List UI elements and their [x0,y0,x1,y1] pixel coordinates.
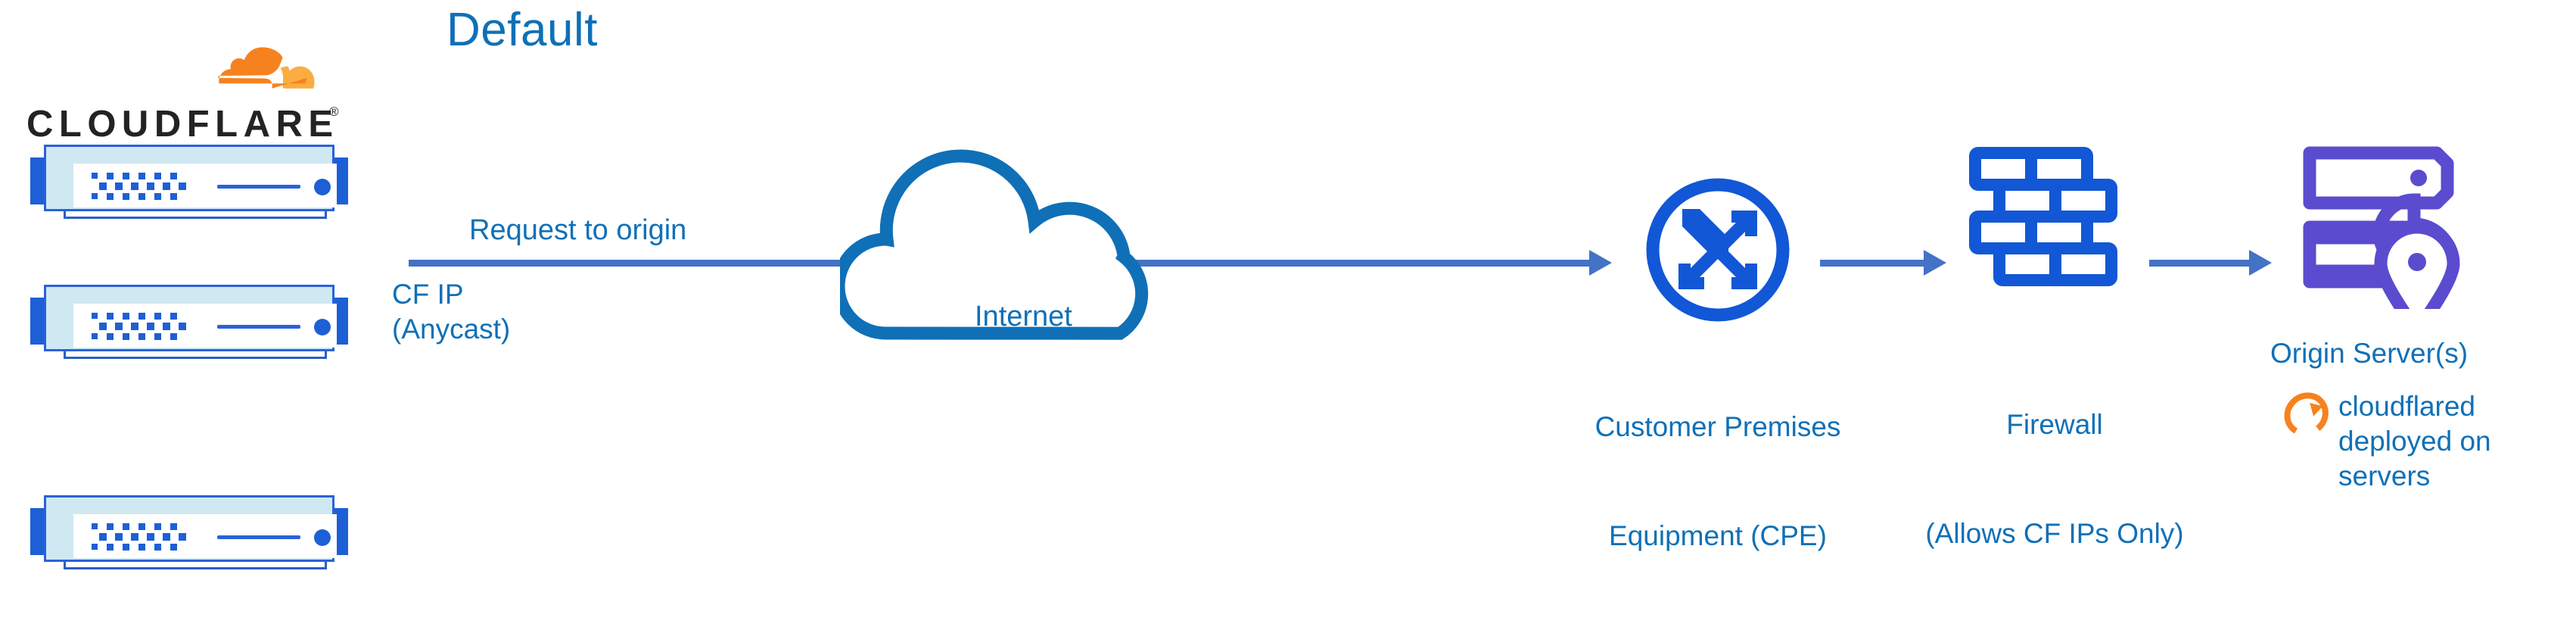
page-title: Default [446,4,598,56]
server-body [44,495,337,562]
cpe-label-line-2: Equipment (CPE) [1609,520,1827,551]
origin-server-label: Origin Server(s) [2270,338,2469,369]
cpe-label-line-1: Customer Premises [1594,411,1841,442]
edge-server-3 [30,491,348,572]
server-face [73,514,337,558]
server-face [73,164,337,207]
cf-ip-label: CF IP (Anycast) [392,277,510,347]
cloudflare-cloud-icon [182,47,318,110]
edge-server-1 [30,140,348,222]
arrow-cpe-to-firewall-line [1820,260,1926,267]
server-body [44,285,337,351]
server-body [44,145,337,211]
server-stack-location-pin-icon [2299,142,2481,341]
arrow-cpe-to-firewall-head [1924,250,1946,276]
server-status-line [217,535,300,539]
firewall-label-line-1: Firewall [2006,409,2103,440]
cf-ip-line-2: (Anycast) [392,314,511,345]
cloudflare-wordmark: CLOUDFLARE [26,104,339,145]
edge-server-2 [30,280,348,362]
server-vent-dots-icon [92,523,190,554]
server-face [73,304,337,348]
firewall-label: Firewall (Allows CF IPs Only) [1896,334,2214,625]
cf-ip-line-1: CF IP [392,279,464,310]
server-vent-dots-icon [92,173,190,204]
cloudflared-line-3: servers [2338,460,2431,491]
server-status-line [217,185,300,189]
firewall-label-line-2: (Allows CF IPs Only) [1925,518,2184,549]
internet-label: Internet [975,301,1072,332]
arrow-firewall-to-origin-head [2249,250,2272,276]
server-led-icon [314,529,331,546]
cloudflared-line-1: cloudflared [2338,391,2476,422]
registered-trademark-icon: ® [329,104,339,119]
arrow-edge-to-cpe-head [1589,250,1612,276]
cloudflared-line-2: deployed on [2338,426,2491,457]
cpe-label: Customer Premises Equipment (CPE) [1559,336,1877,627]
server-led-icon [314,179,331,195]
request-to-origin-label: Request to origin [469,214,687,246]
server-led-icon [314,319,331,335]
server-vent-dots-icon [92,313,190,344]
cloudflare-logo: CLOUDFLARE ® [26,47,344,145]
brick-wall-icon [1968,145,2119,308]
cloudflared-annotation-label: cloudflared deployed on servers [2338,389,2565,494]
refresh-sync-icon [2278,388,2332,443]
internet-cloud-icon [832,106,1264,360]
router-four-arrows-icon [1642,174,1794,329]
server-status-line [217,325,300,329]
arrow-firewall-to-origin-line [2149,260,2251,267]
